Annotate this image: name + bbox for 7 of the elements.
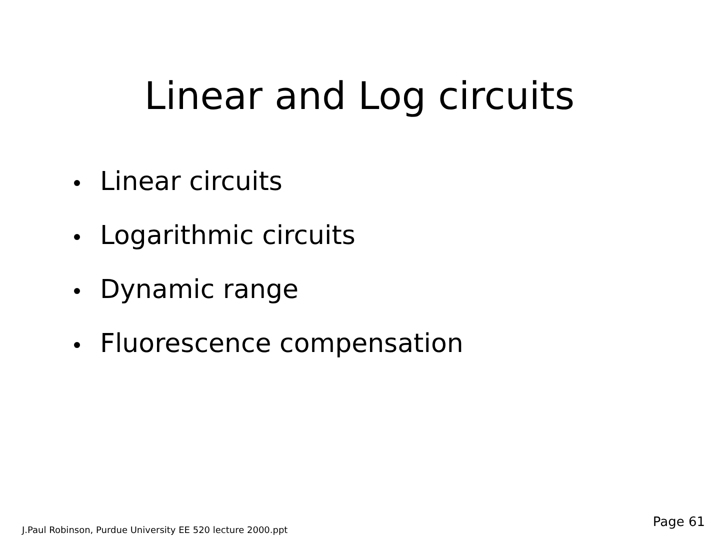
- footer-text: J.Paul Robinson, Purdue University EE 520 lecture 2000.ppt: [22, 525, 288, 537]
- bullet-item: Logarithmic circuits: [100, 220, 356, 253]
- bullet-item: Linear circuits: [100, 166, 282, 199]
- bullet-item: Fluorescence compensation: [100, 328, 464, 361]
- bullet-item: Dynamic range: [100, 274, 299, 307]
- slide-title: Linear and Log circuits: [143, 73, 576, 120]
- page-number: Page 61: [652, 515, 705, 531]
